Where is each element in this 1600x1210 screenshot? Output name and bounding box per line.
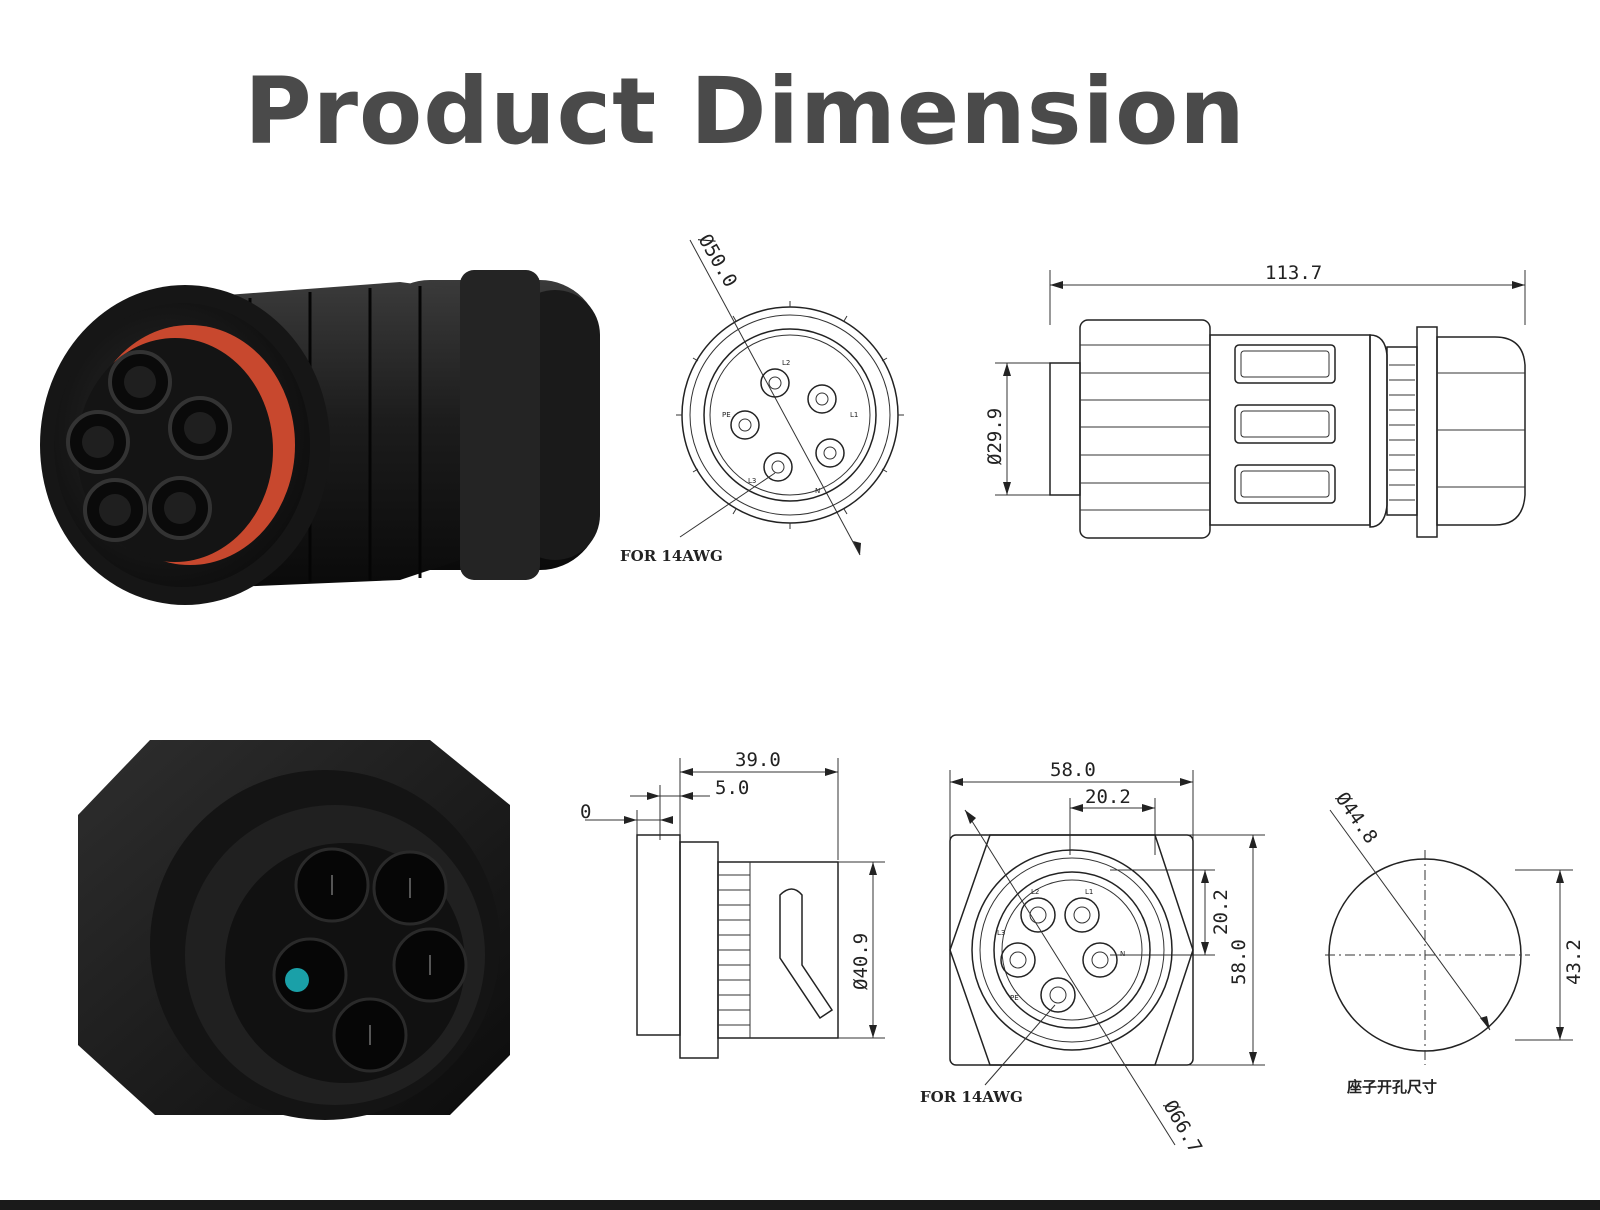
socket-front-diameter-label: Ø66.7 [1159, 1097, 1207, 1158]
socket-depth-label: 39.0 [735, 749, 781, 771]
socket-width-label: 58.0 [1050, 759, 1096, 781]
socket-pitch-horizontal-label: 20.2 [1085, 786, 1131, 808]
plug-pin-label: L2 [782, 359, 790, 367]
plug-pin-label: N [815, 487, 820, 495]
socket-side-diameter-label: Ø40.9 [850, 933, 872, 990]
plug-pin-label: L3 [748, 477, 756, 485]
socket-pin-label: L2 [1031, 888, 1039, 896]
page-title: Product Dimension [244, 58, 1246, 165]
plug-side-diameter-label: Ø29.9 [984, 408, 1006, 465]
socket-pin-label: L3 [997, 929, 1005, 937]
panel-cutout-diameter-label: Ø44.8 [1331, 788, 1382, 847]
socket-pin-label: N [1120, 950, 1125, 958]
socket-flange-label: 5.0 [715, 777, 749, 799]
plug-front-view-drawing: Ø50.0 L2 PE L1 L3 N FOR 14AWG [620, 231, 904, 565]
socket-offset-label: 0 [580, 801, 591, 823]
socket-pin-label: PE [1010, 994, 1019, 1002]
socket-pin-label: L1 [1085, 888, 1093, 896]
socket-front-view-drawing: 58.0 20.2 20.2 58.0 L2 L1 L3 N PE [920, 759, 1265, 1158]
panel-socket-photo [78, 740, 510, 1120]
panel-cutout-caption: 座子开孔尺寸 [1346, 1078, 1437, 1096]
panel-cutout-drawing: 43.2 Ø44.8 座子开孔尺寸 [1325, 788, 1585, 1096]
plug-side-view-drawing: 113.7 Ø29.9 [984, 262, 1526, 539]
socket-wire-gauge-note: FOR 14AWG [920, 1088, 1023, 1106]
plug-pin-label: L1 [850, 411, 858, 419]
socket-pitch-vertical-label: 20.2 [1210, 889, 1232, 935]
plug-pin-label: PE [722, 411, 731, 419]
socket-height-label: 58.0 [1228, 939, 1250, 985]
bottom-rule [0, 1200, 1600, 1210]
plug-connector-photo [40, 270, 600, 605]
plug-wire-gauge-note: FOR 14AWG [620, 547, 723, 565]
socket-side-view-drawing: 39.0 5.0 0 Ø40.9 [580, 749, 885, 1059]
plug-length-label: 113.7 [1265, 262, 1322, 284]
panel-cutout-flat-label: 43.2 [1563, 939, 1585, 985]
